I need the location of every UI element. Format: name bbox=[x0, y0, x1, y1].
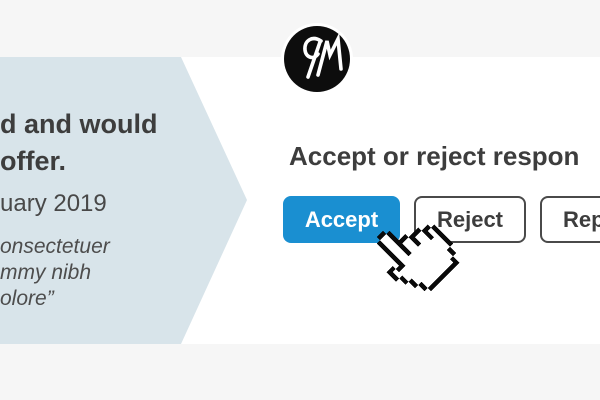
testimonial-text: d and would offer. uary 2019 onsectetuer… bbox=[0, 106, 190, 312]
testimonial-quote-line3: olore” bbox=[0, 287, 54, 310]
testimonial-heading-line2: offer. bbox=[0, 146, 67, 176]
testimonial-date: uary 2019 bbox=[0, 190, 107, 217]
reject-button[interactable]: Reject bbox=[414, 196, 526, 243]
gm-logo bbox=[284, 26, 350, 92]
reply-button[interactable]: Rep bbox=[540, 196, 600, 243]
testimonial-heading-line1: d and would bbox=[0, 109, 158, 139]
gm-monogram-icon bbox=[303, 32, 343, 79]
accept-button[interactable]: Accept bbox=[283, 196, 400, 243]
testimonial-quote: onsectetuer mmy nibh olore” bbox=[0, 234, 190, 312]
page-title: Accept or reject respon bbox=[289, 141, 580, 171]
testimonial-heading: d and would offer. bbox=[0, 106, 190, 180]
testimonial-quote-line2: mmy nibh bbox=[0, 261, 92, 284]
testimonial-quote-line1: onsectetuer bbox=[0, 235, 110, 258]
footer-band bbox=[0, 344, 600, 400]
